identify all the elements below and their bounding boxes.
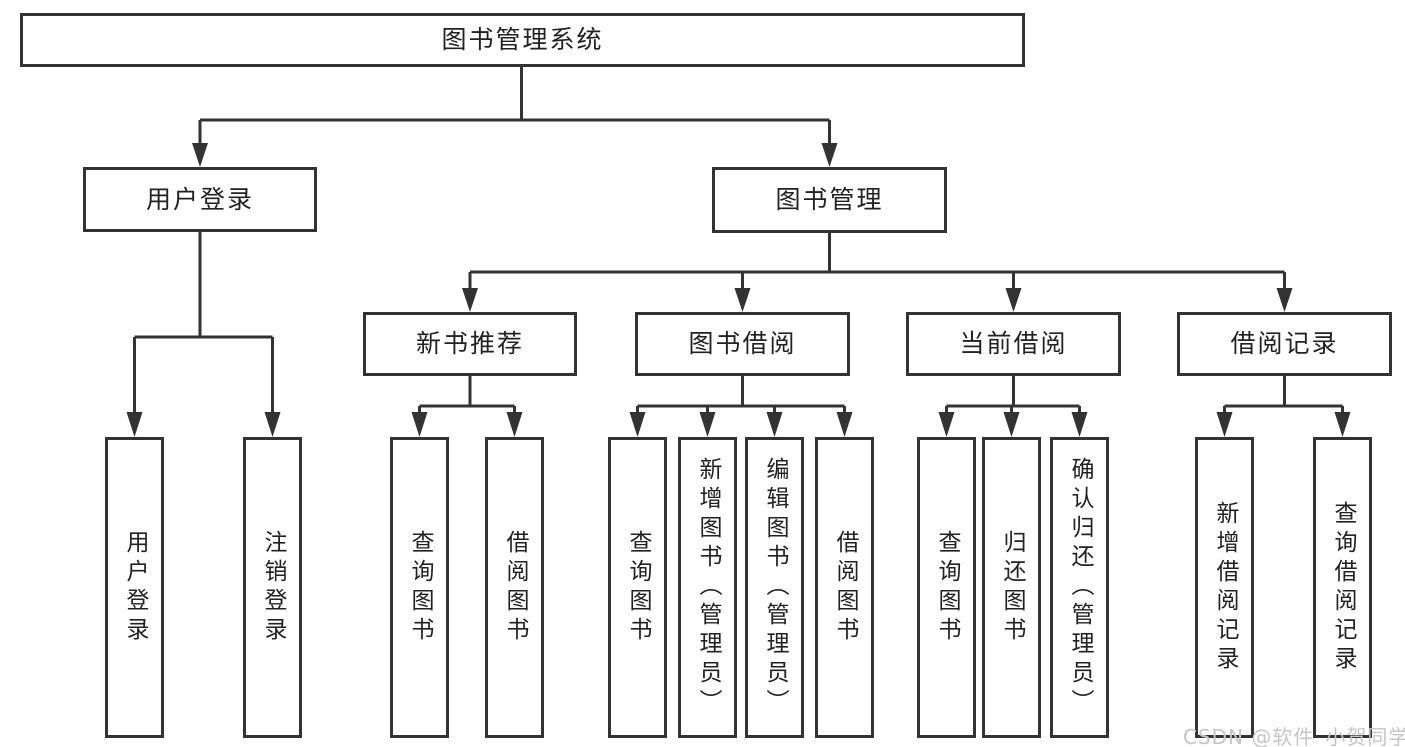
leaf-logout-label: 注销登录 bbox=[260, 529, 286, 646]
leaf-logout: 注销登录 bbox=[243, 437, 302, 738]
leaf-borrow-edit: 编辑图书（管理员） bbox=[745, 437, 804, 738]
node-user-login-label: 用户登录 bbox=[145, 184, 254, 214]
leaf-newbook-borrow-label: 借阅图书 bbox=[502, 529, 528, 646]
leaf-borrow-add-label: 新增图书（管理员） bbox=[695, 457, 721, 718]
node-book-mgmt-label: 图书管理 bbox=[775, 185, 884, 214]
leaf-current-confirm: 确认归还（管理员） bbox=[1050, 437, 1109, 738]
leaf-borrow-edit-label: 编辑图书（管理员） bbox=[762, 457, 788, 718]
node-root: 图书管理系统 bbox=[20, 13, 1025, 67]
leaf-newbook-borrow: 借阅图书 bbox=[485, 437, 544, 738]
leaf-current-query: 查询图书 bbox=[917, 437, 976, 738]
leaf-records-add-label: 新增借阅记录 bbox=[1212, 500, 1238, 675]
node-new-book-rec: 新书推荐 bbox=[363, 312, 577, 376]
node-root-label: 图书管理系统 bbox=[441, 25, 604, 54]
leaf-current-query-label: 查询图书 bbox=[934, 529, 960, 646]
node-borrow-records: 借阅记录 bbox=[1177, 312, 1392, 376]
node-current-borrow-label: 当前借阅 bbox=[959, 329, 1068, 358]
leaf-current-return: 归还图书 bbox=[982, 437, 1041, 738]
leaf-borrow-borrow: 借阅图书 bbox=[815, 437, 874, 738]
arrowheads bbox=[126, 143, 1351, 437]
leaf-records-add: 新增借阅记录 bbox=[1195, 437, 1254, 738]
leaf-borrow-query: 查询图书 bbox=[608, 437, 667, 738]
node-book-mgmt: 图书管理 bbox=[712, 167, 947, 233]
csdn-watermark: CSDN @软件_小贺同学 bbox=[1183, 725, 1405, 747]
leaf-borrow-add: 新增图书（管理员） bbox=[678, 437, 737, 738]
node-book-borrow: 图书借阅 bbox=[635, 312, 850, 376]
leaf-current-return-label: 归还图书 bbox=[999, 529, 1025, 646]
node-user-login: 用户登录 bbox=[83, 167, 317, 232]
node-current-borrow: 当前借阅 bbox=[906, 312, 1121, 376]
leaf-current-confirm-label: 确认归还（管理员） bbox=[1067, 457, 1093, 718]
leaf-user-login-label: 用户登录 bbox=[122, 529, 148, 646]
node-new-book-rec-label: 新书推荐 bbox=[415, 329, 524, 358]
node-book-borrow-label: 图书借阅 bbox=[688, 329, 797, 358]
node-borrow-records-label: 借阅记录 bbox=[1230, 329, 1339, 358]
leaf-records-query-label: 查询借阅记录 bbox=[1330, 500, 1356, 675]
leaf-records-query: 查询借阅记录 bbox=[1313, 437, 1372, 738]
leaf-newbook-query: 查询图书 bbox=[390, 437, 449, 738]
leaf-newbook-query-label: 查询图书 bbox=[407, 529, 433, 646]
leaf-borrow-borrow-label: 借阅图书 bbox=[832, 529, 858, 646]
leaf-borrow-query-label: 查询图书 bbox=[625, 529, 651, 646]
leaf-user-login: 用户登录 bbox=[105, 437, 164, 738]
